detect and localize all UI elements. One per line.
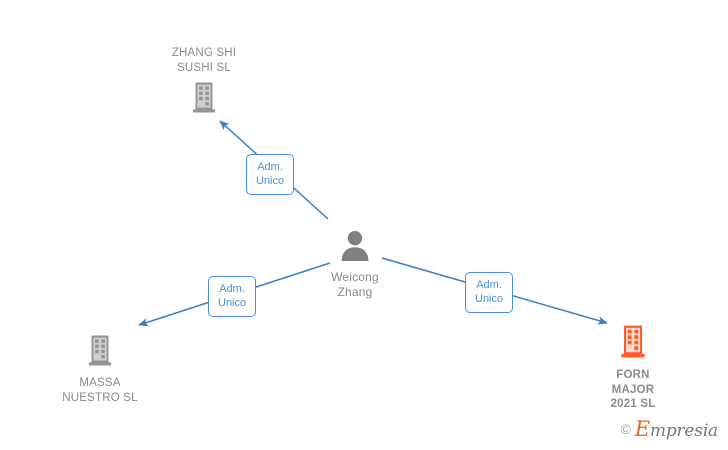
edge-label-adm-unico-massa-nuestro[interactable]: Adm. Unico xyxy=(208,276,257,317)
brand-initial: E xyxy=(634,417,650,441)
brand-rest: mpresia xyxy=(649,421,718,441)
node-label-massa-nuestro: MASSA NUESTRO SL xyxy=(62,377,138,404)
node-company-forn-major-2021[interactable]: FORN MAJOR 2021 SL xyxy=(553,323,713,412)
node-company-massa-nuestro[interactable]: MASSA NUESTRO SL xyxy=(20,333,180,405)
edge-label-adm-unico-forn-major-2021[interactable]: Adm. Unico xyxy=(465,272,514,313)
edge-label-adm-unico-zhang-shi-sushi[interactable]: Adm. Unico xyxy=(246,154,295,195)
node-person-weicong-zhang[interactable]: Weicong Zhang xyxy=(275,229,435,300)
node-label-weicong-zhang: Weicong Zhang xyxy=(331,270,379,299)
building-icon xyxy=(85,333,115,372)
copyright-icon: © xyxy=(620,421,631,437)
node-label-zhang-shi-sushi: ZHANG SHI SUSHI SL xyxy=(171,47,237,74)
brand-wordmark: Empresia xyxy=(635,417,718,441)
watermark-empresia: © Empresia xyxy=(620,417,718,441)
building-icon xyxy=(617,323,649,364)
node-company-zhang-shi-sushi[interactable]: ZHANG SHI SUSHI SL xyxy=(124,46,284,119)
node-label-forn-major-2021: FORN MAJOR 2021 SL xyxy=(610,369,656,410)
person-icon xyxy=(339,229,371,266)
building-icon xyxy=(189,80,219,119)
